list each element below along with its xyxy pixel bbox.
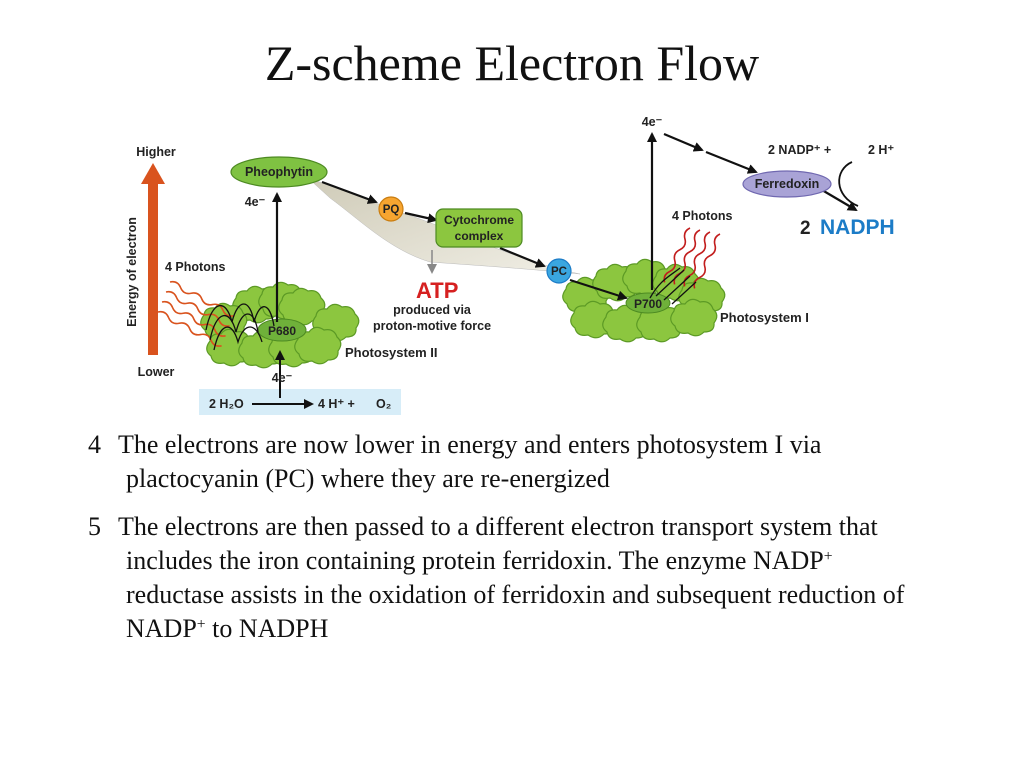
pc-to-p700-arrow <box>569 278 628 301</box>
top-to-ferredoxin-arrow-1 <box>663 132 704 152</box>
energy-axis: Higher Lower Energy of electron <box>125 145 176 379</box>
h-input-label: 2 H⁺ <box>868 143 894 157</box>
photosystem-i-label: Photosystem I <box>720 310 809 325</box>
p700-label: P700 <box>634 297 662 311</box>
photosystem-i-cluster <box>562 258 726 343</box>
pq-label: PQ <box>383 204 400 216</box>
photons-right-label: 4 Photons <box>672 209 732 223</box>
photons-left-label: 4 Photons <box>165 260 225 274</box>
pheophytin-label: Pheophytin <box>245 165 313 179</box>
ferredoxin-to-nadph-arrow <box>821 189 858 212</box>
atp-sub-label-2: proton-motive force <box>373 319 491 333</box>
bullet-item-4: 4 The electrons are now lower in energy a… <box>88 428 918 496</box>
water-h-label: 4 H⁺ + <box>318 397 355 411</box>
axis-higher-label: Higher <box>136 145 176 159</box>
pheophytin-to-pq-arrow <box>321 180 378 204</box>
slide-title: Z-scheme Electron Flow <box>264 35 760 91</box>
axis-energy-label: Energy of electron <box>125 217 139 327</box>
photons-left-waves <box>157 280 234 347</box>
nadp-input-label: 2 NADP⁺ + <box>768 143 831 157</box>
photosystem-ii-label: Photosystem II <box>345 345 437 360</box>
e-pheophytin-label: 4e⁻ <box>245 195 266 209</box>
bullet-text-part2: reductase assists in the oxidation of fe… <box>126 580 905 643</box>
e-top-label: 4e⁻ <box>642 115 663 129</box>
cytochrome-label-line1: Cytochrome <box>444 213 514 227</box>
cytochrome-to-pc-arrow <box>499 246 546 268</box>
bullet-item-5: 5 The electrons are then passed to a diff… <box>88 510 918 646</box>
bullet-list: 4 The electrons are now lower in energy a… <box>88 428 918 660</box>
nadph-label: NADPH <box>820 216 895 239</box>
nadph-count-label: 2 <box>800 218 811 239</box>
water-splitting-box <box>199 389 401 415</box>
bullet-number: 5 <box>88 512 101 541</box>
ps2-excitation-loops <box>205 303 275 351</box>
atp-sub-label-1: produced via <box>393 303 472 317</box>
ferredoxin-node <box>742 170 832 198</box>
bullet-text-part3: to NADPH <box>205 614 329 643</box>
p680-label: P680 <box>268 324 296 338</box>
pc-node <box>546 258 572 284</box>
energy-arrowhead <box>141 163 165 184</box>
nadp-curve-arrow <box>838 161 859 207</box>
bullet-text-part1: The electrons are then passed to a diffe… <box>118 512 878 575</box>
bullet-superscript: + <box>196 616 206 633</box>
cytochrome-complex-node <box>435 208 523 248</box>
axis-lower-label: Lower <box>138 365 175 379</box>
pc-label: PC <box>551 266 567 278</box>
pq-node <box>378 196 404 222</box>
ferredoxin-label: Ferredoxin <box>755 177 820 191</box>
water-h2o-label: 2 H₂O <box>209 397 244 411</box>
z-scheme-diagram: Higher Lower Energy of electron <box>125 115 895 415</box>
e-water-label: 4e⁻ <box>272 371 293 385</box>
pheophytin-node <box>230 156 328 188</box>
pq-to-cytochrome-arrow <box>404 211 438 224</box>
atp-label: ATP <box>416 278 458 303</box>
cytochrome-label-line2: complex <box>455 229 504 243</box>
ps1-excitation-lines <box>649 267 697 305</box>
bullet-number: 4 <box>88 430 101 459</box>
bullet-superscript: + <box>823 548 833 565</box>
water-o2-label: O₂ <box>376 397 391 411</box>
bullet-text: The electrons are now lower in energy an… <box>118 430 822 493</box>
top-to-ferredoxin-arrow-2 <box>705 150 758 174</box>
